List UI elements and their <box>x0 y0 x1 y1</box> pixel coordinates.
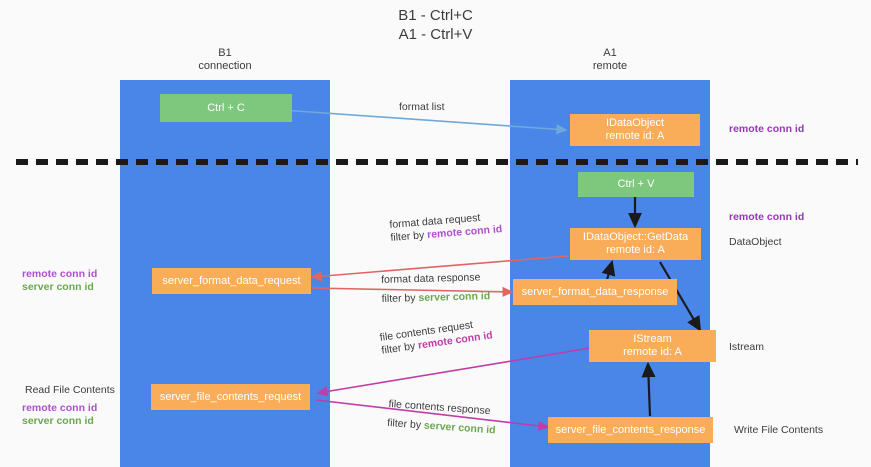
legend-conn-ids-middle: remote conn id server conn id <box>22 268 97 294</box>
box-ctrl-v[interactable]: Ctrl + V <box>578 172 694 197</box>
edge-label-format-data-response: format data response filter by server co… <box>381 271 490 306</box>
edge-label-format-data-request: format data request filter by remote con… <box>389 210 503 245</box>
edge-label-line1: format data response <box>381 271 481 286</box>
box-server-file-contents-response[interactable]: server_file_contents_response <box>548 417 713 443</box>
label-istream: Istream <box>729 341 765 353</box>
edge-label-format-list: format list <box>399 101 445 113</box>
legend-server-conn-id-2: server conn id <box>22 415 94 427</box>
label-remote-conn-id-top: remote conn id <box>729 123 805 135</box>
edge-label-line2: filter by server conn id <box>381 290 490 306</box>
box-ctrl-c[interactable]: Ctrl + C <box>160 94 292 122</box>
filter-by-prefix: filter by <box>390 229 428 244</box>
legend-remote-conn-id-2: remote conn id <box>22 402 98 414</box>
filter-by-value: server conn id <box>418 290 491 305</box>
legend-conn-ids-bottom: remote conn id server conn id <box>22 402 97 428</box>
legend-remote-conn-id: remote conn id <box>22 268 98 280</box>
label-write-file-contents: Write File Contents <box>734 424 824 436</box>
box-server-file-contents-request[interactable]: server_file_contents_request <box>151 384 310 410</box>
column-heading-a1: A1 remote <box>592 47 628 72</box>
filter-by-value: server conn id <box>423 419 496 437</box>
edge-label-file-contents-response: file contents response filter by server … <box>387 398 498 437</box>
box-server-format-data-request[interactable]: server_format_data_request <box>152 268 311 294</box>
box-idataobject-getdata[interactable]: IDataObject::GetData remote id: A <box>570 228 701 260</box>
edge-label-line1: file contents response <box>388 398 491 418</box>
legend-server-conn-id: server conn id <box>22 281 94 293</box>
label-remote-conn-id-mid: remote conn id <box>729 211 805 223</box>
box-server-format-data-response[interactable]: server_format_data_response <box>513 279 677 305</box>
label-read-file-contents: Read File Contents <box>25 384 115 396</box>
page-title: B1 - Ctrl+C A1 - Ctrl+V <box>398 7 473 43</box>
label-dataobject: DataObject <box>729 236 782 248</box>
edge-label-file-contents-request: file contents request filter by remote c… <box>379 316 494 357</box>
box-idataobject[interactable]: IDataObject remote id: A <box>570 114 700 146</box>
edge-label-line2: filter by server conn id <box>387 417 496 438</box>
column-heading-b1: B1 connection <box>198 47 252 72</box>
filter-by-prefix: filter by <box>381 292 419 305</box>
box-istream[interactable]: IStream remote id: A <box>589 330 716 362</box>
filter-by-prefix: filter by <box>386 416 425 432</box>
